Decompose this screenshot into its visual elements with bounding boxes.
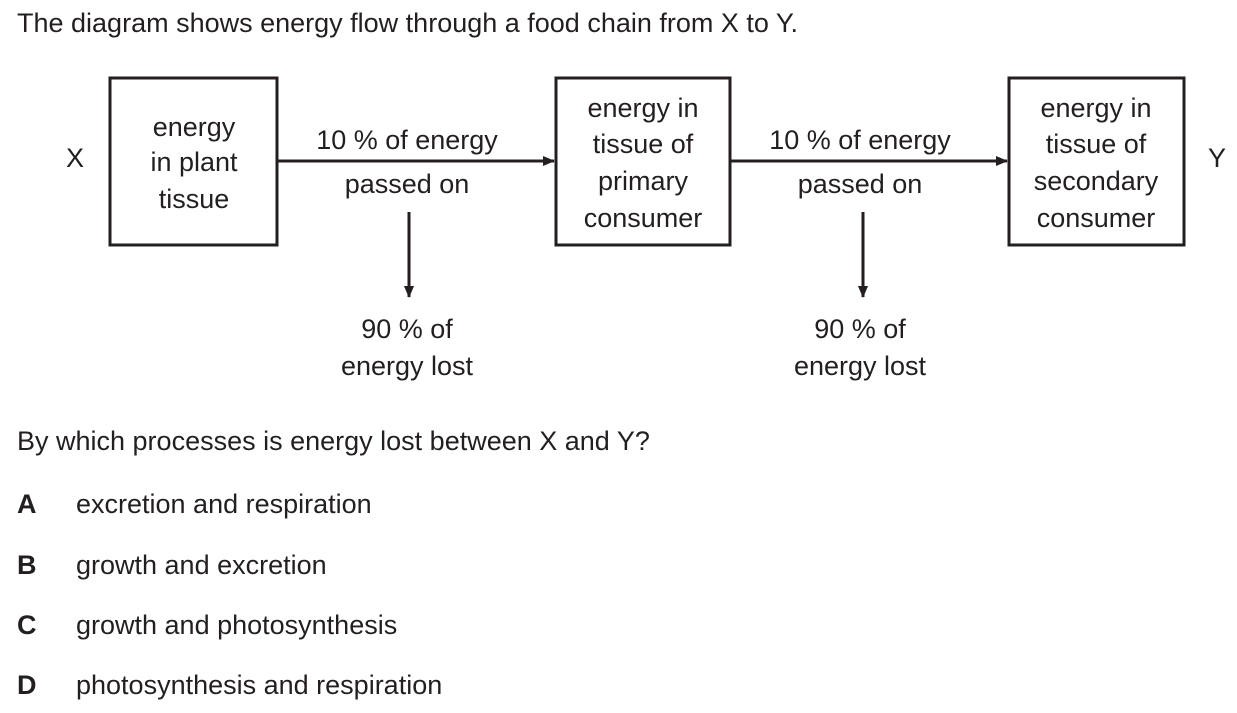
primary-box-line-1: energy in	[587, 93, 698, 123]
option-letter: C	[17, 610, 37, 640]
primary-box-line-3: primary	[598, 166, 689, 196]
option-text: growth and photosynthesis	[76, 610, 398, 640]
secondary-box-line-4: consumer	[1037, 203, 1156, 233]
lost-label-2-line-1: 90 % of	[814, 314, 906, 344]
passed-label-1-line-2: passed on	[345, 169, 470, 199]
passed-label-2-line-1: 10 % of energy	[769, 125, 951, 155]
option-b[interactable]: B growth and excretion	[17, 548, 917, 584]
option-text: photosynthesis and respiration	[76, 670, 443, 700]
option-text: growth and excretion	[76, 550, 327, 580]
lost-label-1-line-1: 90 % of	[361, 314, 453, 344]
plant-box-line-2: in plant	[150, 147, 238, 177]
lost-label-1-line-2: energy lost	[341, 351, 474, 381]
plant-tissue-box: energy in plant tissue	[108, 76, 279, 247]
start-label-x: X	[66, 143, 84, 173]
plant-box-line-1: energy	[153, 112, 236, 142]
passed-label-2-line-2: passed on	[798, 169, 923, 199]
intro-text: The diagram shows energy flow through a …	[17, 8, 798, 38]
lost-label-2-line-2: energy lost	[794, 351, 927, 381]
end-label-y: Y	[1208, 143, 1226, 173]
secondary-box-line-2: tissue of	[1046, 129, 1147, 159]
passed-label-1-line-1: 10 % of energy	[316, 125, 498, 155]
primary-consumer-box: energy in tissue of primary consumer	[554, 76, 732, 247]
food-chain-diagram: X Y energy in plant tissue energy in tis…	[66, 76, 1226, 381]
primary-box-line-4: consumer	[584, 203, 703, 233]
option-letter: A	[17, 489, 37, 519]
option-d[interactable]: D photosynthesis and respiration	[17, 668, 917, 704]
primary-box-line-2: tissue of	[593, 129, 694, 159]
secondary-consumer-box: energy in tissue of secondary consumer	[1007, 76, 1186, 247]
option-a[interactable]: A excretion and respiration	[17, 487, 917, 523]
secondary-box-line-3: secondary	[1034, 166, 1159, 196]
option-letter: B	[17, 550, 37, 580]
secondary-box-line-1: energy in	[1040, 93, 1151, 123]
option-letter: D	[17, 670, 37, 700]
plant-box-line-3: tissue	[159, 184, 230, 214]
option-text: excretion and respiration	[76, 489, 372, 519]
option-c[interactable]: C growth and photosynthesis	[17, 608, 917, 644]
question-text: By which processes is energy lost betwee…	[17, 426, 650, 456]
